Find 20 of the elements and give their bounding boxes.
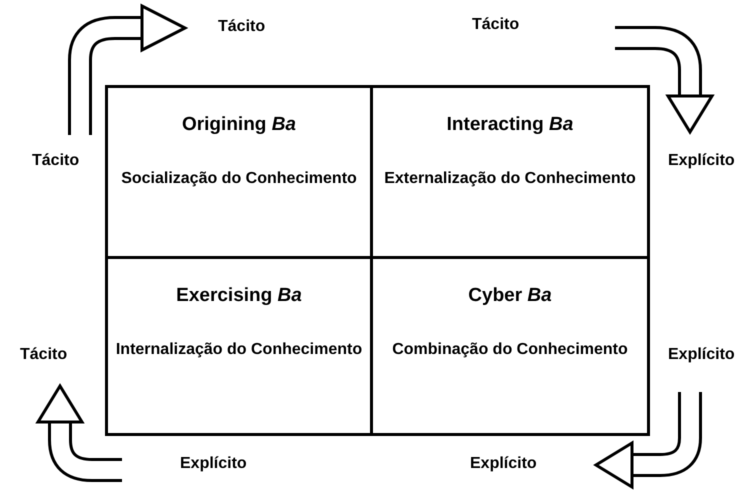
knowledge-type-label: Tácito <box>20 346 68 364</box>
quadrant-text: Combinação do Conhecimento <box>391 340 629 360</box>
quadrant-title: Interacting Ba <box>446 114 574 136</box>
quadrant-title: Exercising Ba <box>175 285 303 307</box>
quadrant-title: Cyber Ba <box>467 285 553 307</box>
quadrant-text: Externalização do Conhecimento <box>383 169 637 189</box>
knowledge-type-label: Tácito <box>32 152 80 170</box>
knowledge-type-label: Tácito <box>472 16 520 34</box>
quadrant-box <box>370 256 650 436</box>
quadrant-box <box>105 85 373 259</box>
knowledge-type-label: Tácito <box>218 18 266 36</box>
quadrant-text: Socialização do Conhecimento <box>120 169 358 189</box>
knowledge-type-label: Explícito <box>668 152 735 170</box>
knowledge-type-label: Explícito <box>470 455 537 473</box>
knowledge-type-label: Explícito <box>668 346 735 364</box>
knowledge-type-label: Explícito <box>180 455 247 473</box>
quadrant-text: Internalização do Conhecimento <box>114 340 364 360</box>
quadrant-box <box>105 256 373 436</box>
quadrant-title: Origining Ba <box>180 114 297 136</box>
quadrant-box <box>370 85 650 259</box>
